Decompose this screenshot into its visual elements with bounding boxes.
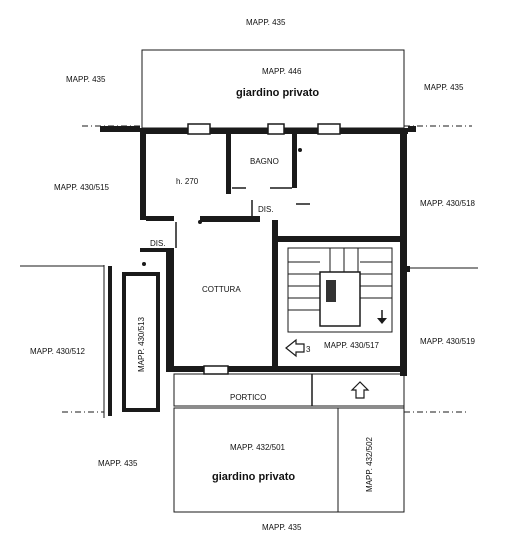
label-mapp-435-bottom: MAPP. 435 — [262, 523, 302, 532]
window-3 — [317, 123, 341, 135]
bagno-east-wall — [292, 134, 297, 188]
label-mapp-430-518: MAPP. 430/518 — [420, 199, 476, 208]
interior-wall-mid — [200, 216, 260, 222]
column-dot — [170, 262, 174, 266]
label-dis-upper: DIS. — [258, 205, 274, 214]
dis-wall — [146, 216, 174, 221]
left-boundary-wall — [100, 126, 140, 132]
lot-513-bottom-wall — [122, 408, 160, 412]
east-wall-upper — [400, 128, 407, 240]
label-mapp-435-bottom-left: MAPP. 435 — [98, 459, 138, 468]
label-dis-lower: DIS. — [150, 239, 166, 248]
lot-512-inner-wall — [108, 266, 112, 416]
lot-513-left-wall — [122, 272, 126, 412]
label-mapp-435-top: MAPP. 435 — [246, 18, 286, 27]
label-mapp-430-515: MAPP. 430/515 — [54, 183, 110, 192]
elevator-symbol — [326, 280, 336, 302]
label-bagno: BAGNO — [250, 157, 279, 166]
column-dots — [142, 148, 302, 266]
label-mapp-435-left: MAPP. 435 — [66, 75, 106, 84]
label-mapp-432-502: MAPP. 432/502 — [365, 436, 374, 492]
window-portico — [203, 365, 229, 375]
west-wall-upper — [140, 128, 146, 220]
stair-core — [319, 271, 361, 327]
cottura-west-wall — [166, 252, 174, 368]
label-mapp-430-512: MAPP. 430/512 — [30, 347, 86, 356]
label-mapp-435-right: MAPP. 435 — [424, 83, 464, 92]
stair-west-wall — [272, 220, 278, 368]
column-dot — [142, 262, 146, 266]
building-walls — [100, 126, 416, 416]
entrance-arrow-3 — [285, 338, 305, 358]
bagno-west-wall — [226, 134, 231, 194]
label-mapp-430-519: MAPP. 430/519 — [420, 337, 476, 346]
right-boundary-wall — [408, 126, 416, 132]
column-dot — [198, 220, 202, 224]
label-cottura: COTTURA — [202, 285, 241, 294]
label-giardino-top: giardino privato — [236, 87, 319, 99]
label-mapp-446: MAPP. 446 — [262, 67, 302, 76]
doors — [175, 187, 310, 248]
window-2 — [267, 123, 285, 135]
label-mapp-432-501: MAPP. 432/501 — [230, 443, 286, 452]
labels: MAPP. 435 MAPP. 446 giardino privato MAP… — [30, 18, 476, 532]
label-h270: h. 270 — [176, 177, 199, 186]
entrance-arrow-portico — [350, 381, 370, 399]
label-giardino-bottom: giardino privato — [212, 471, 295, 483]
right-step-wall — [402, 266, 410, 272]
stair-arrow-head — [377, 318, 387, 324]
label-portico: PORTICO — [230, 393, 266, 402]
label-arrow-number: 3 — [306, 345, 311, 354]
stair-east-wall — [400, 236, 407, 376]
stair-outer — [287, 247, 393, 333]
label-mapp-430-517: MAPP. 430/517 — [324, 341, 380, 350]
lot-513-top-wall — [122, 272, 160, 276]
column-dot — [274, 220, 278, 224]
column-dot — [298, 148, 302, 152]
label-mapp-430-513: MAPP. 430/513 — [137, 316, 146, 372]
south-wall — [166, 366, 406, 372]
stair-north-wall — [278, 236, 400, 242]
portico-outline — [173, 373, 405, 407]
window-1 — [187, 123, 211, 135]
portico-area — [173, 373, 405, 407]
staircase — [287, 247, 393, 333]
dis-lower-wall — [140, 248, 174, 252]
lot-513-right-wall — [156, 272, 160, 412]
entrance-arrows — [285, 338, 370, 399]
garden-bottom-boundary — [173, 407, 405, 513]
